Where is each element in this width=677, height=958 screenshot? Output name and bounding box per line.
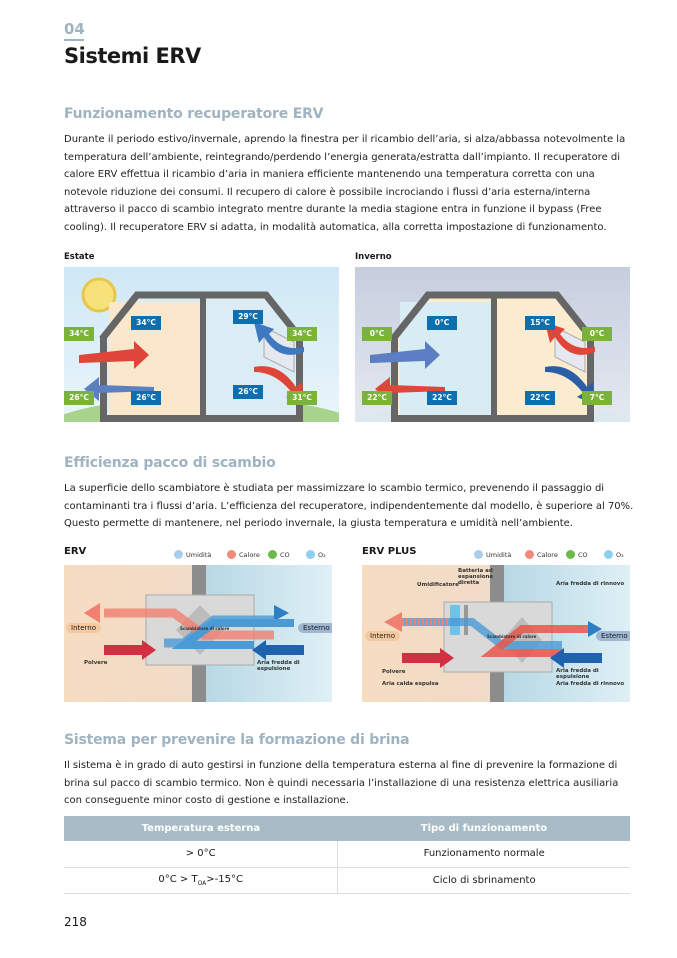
temp-label: 0°C [427,316,457,330]
fresh-air-label: Aria fredda di rinnovo [556,681,625,687]
summer-illustration: 34°C 34°C 29°C 34°C 26°C 26°C 26°C 31°C [64,267,339,422]
legend-label: Calore [239,550,260,559]
exhaust-label: Aria fredda di espulsione [556,668,599,680]
column-header: Temperatura esterna [64,816,338,841]
temp-label: 7°C [582,391,612,405]
winter-illustration: 0°C 0°C 15°C 0°C 22°C 22°C 22°C 7°C [355,267,630,422]
legend-co: CO [268,550,290,559]
erv-plus-airflow-graphic [384,565,602,702]
legend-label: O₂ [616,550,624,559]
temp-label: 26°C [233,385,263,399]
humidifier-label: Umidificatore [417,582,459,588]
legend-o2: O₂ [306,550,326,559]
section-text-erv-operation: Durante il periodo estivo/invernale, apr… [64,134,626,233]
temp-label: 26°C [64,391,94,405]
temp-label: 34°C [64,327,94,341]
erv-title: ERV [64,546,87,557]
temp-label: 34°C [131,316,161,330]
co-dot-icon [566,550,575,559]
legend-label: O₂ [318,550,326,559]
erv-plus-title: ERV PLUS [362,546,417,557]
legend-heat: Calore [227,550,260,559]
sun-icon [81,277,117,313]
temp-label: 22°C [427,391,457,405]
table-header-row: Temperatura esterna Tipo di funzionament… [64,816,630,841]
table-cell: > 0°C [64,841,339,868]
operation-table: Temperatura esterna Tipo di funzionament… [64,816,630,894]
table-cell: Funzionamento normale [337,841,630,868]
o2-dot-icon [604,550,613,559]
interno-label: Interno [365,631,401,641]
warm-exhaust-label: Aria calda espulsa [382,681,439,687]
temp-label: 29°C [233,310,263,324]
o2-dot-icon [306,550,315,559]
temp-label: 15°C [525,316,555,330]
section-heading-erv-operation: Funzionamento recuperatore ERV [64,106,324,122]
humidity-dot-icon [174,550,183,559]
table-cell: Ciclo di sbrinamento [337,867,630,894]
temp-label: 0°C [582,327,612,341]
page-title: Sistemi ERV [64,44,201,68]
co-dot-icon [268,550,277,559]
table-cell: 0°C > TOA>-15°C [64,867,339,894]
exchanger-label: Scambiatore di calore [487,634,537,639]
interno-label: Interno [66,623,102,633]
section-heading-exchanger-efficiency: Efficienza pacco di scambio [64,455,276,471]
temp-label: 26°C [131,391,161,405]
coil-label: Batteria ad espansione diretta [458,568,494,586]
legend-label: CO [280,550,290,559]
polvere-label: Polvere [84,660,108,666]
summer-caption: Estate [64,252,95,262]
legend-label: CO [578,550,588,559]
legend-co: CO [566,550,588,559]
table-row: > 0°C Funzionamento normale [64,841,630,868]
erv-plus-diagram: Umidificatore Batteria ad espansione dir… [362,565,630,702]
legend-humidity: Umidità [174,550,211,559]
humidity-dot-icon [474,550,483,559]
chapter-number: 04 [64,20,85,38]
section-text-exchanger-efficiency: La superficie dello scambiatore è studia… [64,483,634,530]
heat-dot-icon [227,550,236,559]
column-header: Tipo di funzionamento [337,816,630,841]
legend-humidity: Umidità [474,550,511,559]
fresh-air-label: Aria fredda di rinnovo [556,581,625,587]
temp-subscript: OA [197,879,207,887]
heat-dot-icon [525,550,534,559]
exchanger-label: Scambiatore di calore [180,626,230,631]
temp-text: >-15°C [206,873,243,885]
winter-caption: Inverno [355,252,392,262]
exhaust-label: Aria fredda di espulsione [257,660,300,672]
legend-label: Calore [537,550,558,559]
page-number: 218 [64,915,87,929]
legend-label: Umidità [186,550,212,559]
temp-label: 34°C [287,327,317,341]
erv-diagram: Interno Esterno Polvere Scambiatore di c… [64,565,332,702]
temp-label: 31°C [287,391,317,405]
esterno-label: Esterno [298,623,332,633]
temp-text: 0°C > T [158,873,198,885]
table-row: 0°C > TOA>-15°C Ciclo di sbrinamento [64,867,630,894]
chapter-underline [64,39,84,41]
temp-label: 0°C [362,327,392,341]
esterno-label: Esterno [596,631,630,641]
section-heading-frost-prevention: Sistema per prevenire la formazione di b… [64,732,410,748]
section-text-frost-prevention: Il sistema è in grado di auto gestirsi i… [64,760,619,807]
legend-label: Umidità [486,550,512,559]
temp-label: 22°C [362,391,392,405]
erv-airflow-graphic [84,565,304,702]
legend-heat: Calore [525,550,558,559]
temp-label: 22°C [525,391,555,405]
polvere-label: Polvere [382,669,406,675]
legend-o2: O₂ [604,550,624,559]
